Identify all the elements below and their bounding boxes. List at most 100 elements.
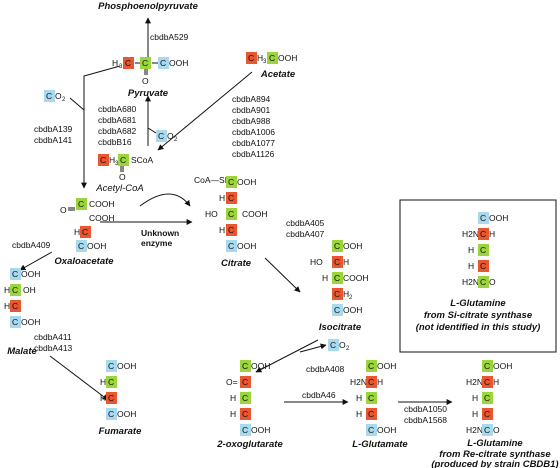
enzyme-cbdbA139: cbdbA139 — [34, 124, 73, 134]
malate-structure: C OOH H C OH H C C OOH — [4, 268, 40, 328]
atom-ooh: OOH — [278, 53, 297, 63]
atom-ooh: OOH — [117, 361, 136, 371]
atom-ooh: OOH — [489, 213, 508, 223]
atom-c: C — [12, 269, 18, 279]
atom-c2: C — [142, 58, 148, 68]
atom-c: C — [120, 155, 126, 165]
atom-h: H — [472, 393, 478, 403]
atom-h: H — [489, 229, 495, 239]
carbon-green — [106, 376, 117, 388]
atom-h2n: H2N — [466, 377, 483, 387]
carbon-green — [267, 52, 278, 64]
label-gln-si-source: from Si-citrate synthase — [424, 310, 533, 321]
atom-h: H — [4, 301, 10, 311]
enzyme-cbdbA408: cbdbA408 — [306, 364, 345, 374]
atom-c: C — [12, 285, 18, 295]
atom-c: C — [228, 209, 234, 219]
carbon-blue — [240, 424, 251, 436]
atom-c: C — [100, 155, 106, 165]
carbon-orange — [482, 376, 493, 388]
atom-c: C — [480, 261, 486, 271]
atom-c: C — [46, 91, 52, 101]
atom-c: C — [248, 53, 254, 63]
atom-h: H — [377, 377, 383, 387]
label-citrate: Citrate — [221, 258, 252, 269]
atom-sub2: 2 — [174, 137, 178, 143]
atom-cooh-top2: COOH — [89, 213, 115, 223]
enzyme-cbdbA681: cbdbA681 — [98, 115, 137, 125]
carbon-orange — [10, 300, 21, 312]
carbon-green — [76, 198, 87, 210]
carbon-blue — [76, 240, 87, 252]
carbon-blue — [106, 408, 117, 420]
arrow-co2-release — [299, 343, 327, 353]
arrow-acetate-to-acetylcoa — [157, 71, 253, 151]
atom-c: C — [242, 393, 248, 403]
carbon-blue — [158, 57, 169, 69]
carbon-blue — [226, 240, 237, 252]
label-gln-re-note: (produced by strain CBDB1) — [431, 459, 558, 468]
label-oxaloacetate: Oxaloacetate — [54, 256, 114, 267]
arrow-isocitrate-to-oxoglutarate — [255, 339, 319, 373]
oxaloacetate-structure: O C COOH COOH H C C OOH — [60, 198, 115, 252]
carbon-green — [366, 392, 377, 404]
atom-c: C — [480, 277, 486, 287]
carbon-orange — [366, 376, 377, 388]
atom-c: C — [269, 53, 275, 63]
enzyme-cbdbA529: cbdbA529 — [150, 32, 189, 42]
enzyme-cbdbA141: cbdbA141 — [34, 135, 73, 145]
label-pyruvate: Pyruvate — [128, 88, 169, 99]
atom-sub2: 2 — [349, 295, 353, 301]
atom-sub2: 2 — [62, 97, 66, 103]
enzyme-cbdbB16: cbdbB16 — [98, 137, 132, 147]
atom-ho: HO — [310, 257, 323, 267]
atom-o: O — [167, 131, 174, 141]
atom-sub3: 3 — [119, 64, 123, 70]
label-gln-re-source: from Re-citrate synthase — [439, 449, 551, 460]
enzyme-cbdbA680: cbdbA680 — [98, 104, 137, 114]
atom-c: C — [242, 409, 248, 419]
carbon-blue — [482, 424, 493, 436]
arrow-coa-release — [139, 193, 191, 207]
atom-o-double: O — [60, 205, 67, 215]
arrow-co2-to-oxaloacetate — [69, 97, 85, 111]
carbon-green — [240, 360, 251, 372]
glutamine-re-structure: C OOH H2N C H H C H C H2N C O — [466, 360, 512, 436]
atom-h: H — [472, 409, 478, 419]
atom-c: C — [228, 225, 234, 235]
carbon-blue — [10, 268, 21, 280]
atom-h: H — [356, 393, 362, 403]
enzyme-cbdbA405: cbdbA405 — [286, 218, 325, 228]
glutamate-structure: C OOH H2N C H H C H C C OOH — [350, 360, 396, 436]
atom-h2n: H2N — [462, 277, 479, 287]
atom-h: H — [74, 227, 80, 237]
atom-c3: C — [160, 58, 166, 68]
atom-h2b: H — [219, 225, 225, 235]
carbon-orange — [366, 408, 377, 420]
carbon-orange — [478, 228, 489, 240]
carbon-green — [240, 392, 251, 404]
label-phosphoenolpyruvate: Phosphoenolpyruvate — [98, 1, 198, 12]
atom-h: H — [468, 261, 474, 271]
atom-c: C — [82, 227, 88, 237]
atom-c: C — [158, 131, 164, 141]
carbon-orange — [478, 260, 489, 272]
enzyme-cbdbA46: cbdbA46 — [302, 390, 336, 400]
carbon-orange — [332, 288, 343, 300]
enzyme-cbdbA1077: cbdbA1077 — [232, 138, 275, 148]
carbon-green — [366, 360, 377, 372]
atom-h3: H — [109, 155, 115, 165]
atom-c: C — [368, 393, 374, 403]
atom-c: C — [484, 361, 490, 371]
atom-ooh: OOH — [493, 361, 512, 371]
atom-ooh: OOH — [237, 177, 256, 187]
carbon-green — [10, 284, 21, 296]
atom-c: C — [242, 425, 248, 435]
atom-h2n: H2N — [350, 377, 367, 387]
enzyme-cbdbA894: cbdbA894 — [232, 94, 271, 104]
atom-h2: H — [219, 193, 225, 203]
carbon-orange — [106, 392, 117, 404]
atom-c: C — [330, 340, 336, 350]
label-malate: Malate — [7, 346, 37, 357]
